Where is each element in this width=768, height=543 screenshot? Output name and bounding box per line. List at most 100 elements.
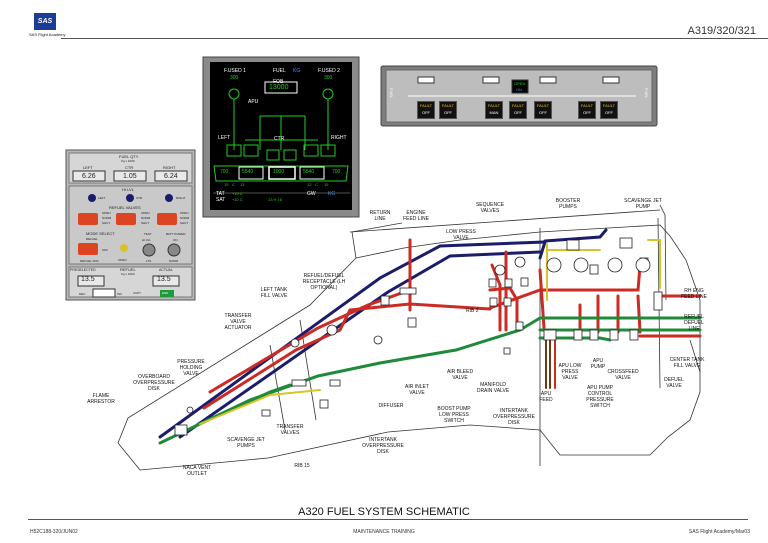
refuel-label: REFUEL	[120, 267, 136, 272]
ecam-temp-4: C	[315, 182, 318, 187]
actual-label: ACTUAL	[159, 268, 173, 272]
pump-button-5[interactable]: FAULT OFF	[534, 101, 552, 119]
ecam-tank-2: 1000	[273, 169, 285, 175]
ecam-fuel-page	[202, 56, 360, 218]
test-hi-lvl: HI LVL	[142, 238, 151, 242]
overhead-right-side: FUEL	[644, 88, 649, 99]
ecam-temp-5: 15	[324, 182, 329, 187]
label-low-press-valve: LOW PRESS VALVE	[446, 229, 476, 241]
label-boost-pump-switch: BOOST PUMP LOW PRESS SWITCH	[437, 406, 471, 424]
ecam-tank-3: 5540	[303, 169, 315, 175]
ecam-gw: GW	[307, 191, 316, 197]
label-flame-arrestor: FLAME ARRESTOR	[87, 393, 115, 405]
pump-button-2-state: OFF	[444, 110, 452, 115]
actual-value: 13.5	[157, 276, 171, 283]
pump-button-4[interactable]: FAULT OFF	[509, 101, 527, 119]
qty-left-label: LEFT	[83, 165, 93, 170]
ecam-ctr: CTR	[274, 136, 285, 142]
pump-button-5-state: OFF	[539, 110, 547, 115]
ecam-tat: TAT	[216, 191, 225, 197]
qty-right-label: RIGHT	[163, 165, 176, 170]
preselected-value: 13.5	[81, 276, 95, 283]
ckpt-button[interactable]: CKPT	[133, 291, 142, 295]
pump-button-6[interactable]: FAULT OFF	[578, 101, 596, 119]
label-engine-feed-line: ENGINE FEED LINE	[403, 210, 429, 222]
label-apu-pump-control: APU PUMP CONTROL PRESSURE SWITCH	[586, 385, 614, 409]
label-defuel-valve: DEFUEL VALVE	[664, 377, 684, 389]
xfeed-top: OPEN	[514, 81, 526, 86]
open-indicator-label: OPEN	[118, 258, 127, 262]
pump-button-6-fault: FAULT	[580, 103, 594, 108]
label-apu-pump: APU PUMP	[590, 358, 606, 370]
label-left-tank-fill-valve: LEFT TANK FILL VALVE	[260, 287, 288, 299]
pump-button-3[interactable]: FAULT MAN	[485, 101, 503, 119]
label-apu-feed: APU FEED	[539, 391, 553, 403]
diagram-title: A320 FUEL SYSTEM SCHEMATIC	[298, 506, 470, 518]
ecam-temp-1: C	[232, 182, 235, 187]
academy-label: SAS Flight Academy	[29, 32, 66, 37]
valve-norm-1: NORM	[102, 216, 112, 220]
pump-button-1-fault: FAULT	[419, 103, 433, 108]
test-lts: LTS	[146, 259, 152, 263]
pump-button-3-state: MAN	[489, 110, 499, 115]
end-button[interactable]: END	[162, 291, 169, 295]
label-rh-eng-feed-line: RH ENG FEED LINE	[681, 288, 707, 300]
batt-on: ON	[173, 238, 178, 242]
qty-ctr-value: 1.05	[123, 173, 137, 180]
hi-lvl-title: HI LVL	[122, 187, 134, 192]
ecam-tat-value: +15 C	[232, 191, 243, 196]
ecam-tank-1: 5540	[242, 169, 254, 175]
components	[174, 237, 663, 436]
ecam-fused2: F.USED 2	[318, 68, 340, 74]
pump-button-2[interactable]: FAULT OFF	[439, 101, 457, 119]
ecam-temp-2: 13	[240, 182, 245, 187]
xfeed-bottom: ON	[516, 87, 522, 92]
hi-lvl-right: RIGHT	[176, 196, 186, 200]
ecam-time: 13 H 16	[268, 197, 283, 202]
overhead-left-side: FUEL	[389, 88, 394, 99]
footer-copyright: SAS Flight Academy/Mar03	[688, 529, 750, 535]
label-transfer-valve-actuator: TRANSFER VALVE ACTUATOR	[224, 313, 252, 331]
valve-shut-2: SHUT	[141, 221, 150, 225]
ecam-fused2-value: 300	[324, 75, 333, 81]
pump-button-7[interactable]: FAULT OFF	[600, 101, 618, 119]
label-overboard-disk: OVERBOARD OVERPRESSURE DISK	[133, 374, 175, 392]
mode-off: OFF	[102, 248, 108, 252]
ecam-apu: APU	[248, 99, 259, 105]
ecam-fuel-title: FUEL	[273, 68, 286, 74]
pump-button-7-state: OFF	[605, 110, 613, 115]
label-naca-vent-outlet: NACA VENT OUTLET	[182, 465, 212, 477]
valve-open-1: OPEN	[102, 211, 111, 215]
batt-power-label: BATT POWER	[166, 232, 186, 236]
ecam-sat: SAT	[216, 197, 226, 203]
overhead-text: FUEL FUEL OPEN ON FAULT OFF FAULT OFF FA…	[381, 66, 657, 126]
label-diffuser: DIFFUSER	[378, 403, 404, 409]
pump-button-1[interactable]: FAULT OFF	[417, 101, 435, 119]
refuel-panel-text: FUEL QTY Kg x 1000 LEFT CTR RIGHT 6.26 1…	[66, 150, 195, 300]
label-apu-low-press-valve: APU LOW PRESS VALVE	[558, 363, 582, 381]
pump-button-7-fault: FAULT	[602, 103, 616, 108]
ecam-temp-0: 15	[224, 182, 229, 187]
valve-shut-3: SHUT	[180, 221, 189, 225]
inc-label: INC	[117, 292, 123, 296]
batt-norm: NORM	[169, 259, 179, 263]
label-booster-pumps: BOOSTER PUMPS	[555, 198, 581, 210]
hi-lvl-left: LEFT	[98, 196, 106, 200]
pump-button-2-fault: FAULT	[441, 103, 455, 108]
pump-button-5-fault: FAULT	[536, 103, 550, 108]
qty-left-value: 6.26	[82, 173, 96, 180]
label-intertank-disk: INTERTANK OVERPRESSURE DISK	[362, 437, 404, 455]
label-scavenge-jet-pumps: SCAVENGE JET PUMPS	[227, 437, 265, 449]
label-return-line: RETURN LINE	[369, 210, 391, 222]
label-rib15: RIB 15	[294, 463, 310, 469]
header-rule	[61, 38, 768, 39]
ecam-text: F.USED 1 FUEL KG F.USED 2 300 300 FOB 13…	[210, 62, 352, 210]
footer-doc-id: H52C188-320/JUN02	[30, 529, 78, 535]
label-air-bleed-valve: AIR BLEED VALVE	[446, 369, 474, 381]
label-manifold-drain-valve: MANIFOLD DRAIN VALVE	[476, 382, 510, 394]
ecam-temp-3: 12	[307, 182, 312, 187]
label-air-inlet-valve: AIR INLET VALVE	[405, 384, 429, 396]
label-center-tank-fill-valve: CENTER TANK FILL VALVE	[669, 357, 705, 369]
hi-lvl-ctr: CTR	[136, 196, 143, 200]
fuel-qty-unit: Kg x 1000	[121, 159, 135, 163]
